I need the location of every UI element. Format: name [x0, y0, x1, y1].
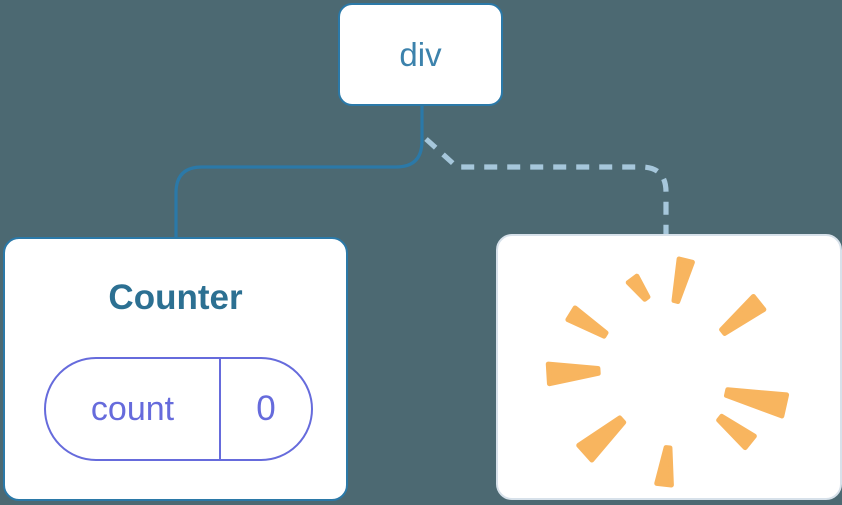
solid-edge-line — [174, 104, 424, 241]
tree-node-removed — [496, 234, 842, 500]
state-value-label: 0 — [256, 389, 276, 428]
poof-ray — [716, 413, 757, 451]
dashed-edge-line — [424, 137, 669, 235]
poof-burst-icon — [545, 256, 790, 488]
counter-title: Counter — [108, 278, 243, 317]
tree-node-counter: Counter count 0 — [3, 237, 348, 501]
poof-ray — [671, 256, 695, 304]
tree-node-div: div — [338, 3, 503, 106]
poof-ray — [719, 293, 767, 336]
poof-ray — [545, 361, 601, 387]
poof-ray — [565, 305, 609, 339]
state-pill: count 0 — [44, 357, 313, 461]
root-node-label: div — [399, 35, 442, 73]
poof-ray — [654, 445, 674, 488]
state-key-label: count — [46, 359, 221, 459]
poof-ray — [576, 415, 627, 463]
poof-ray — [625, 273, 651, 302]
poof-ray — [724, 387, 790, 419]
